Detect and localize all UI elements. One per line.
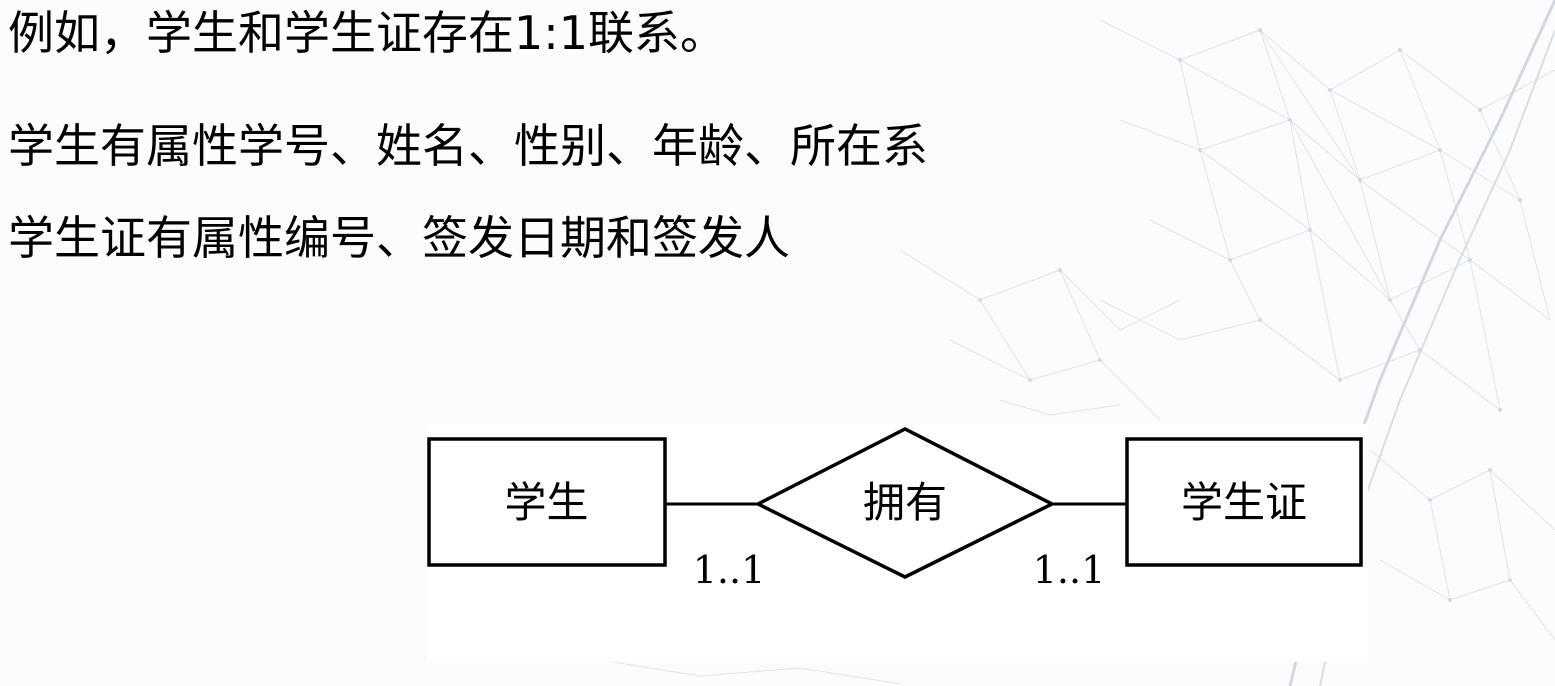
cardinality-left: 1..1 [692,548,766,592]
er-diagram-shapes [427,427,1363,579]
cardinality-right: 1..1 [1032,548,1106,592]
entity-label-student: 学生 [504,478,589,527]
student-card-attributes-text: 学生证有属性编号、签发日期和签发人 [8,211,790,265]
intro-text-line-1: 例如，学生和学生证存在1:1联系。 [8,6,727,60]
er-diagram: 学生 拥有 学生证 1..1 1..1 [427,424,1368,662]
relationship-diamond [754,427,1056,579]
student-attributes-text: 学生有属性学号、姓名、性别、年龄、所在系 [8,119,928,173]
entity-box-student-card [1125,437,1363,567]
entity-label-student-card: 学生证 [1180,478,1307,527]
entity-box-student [427,437,667,567]
relationship-label: 拥有 [862,478,947,527]
